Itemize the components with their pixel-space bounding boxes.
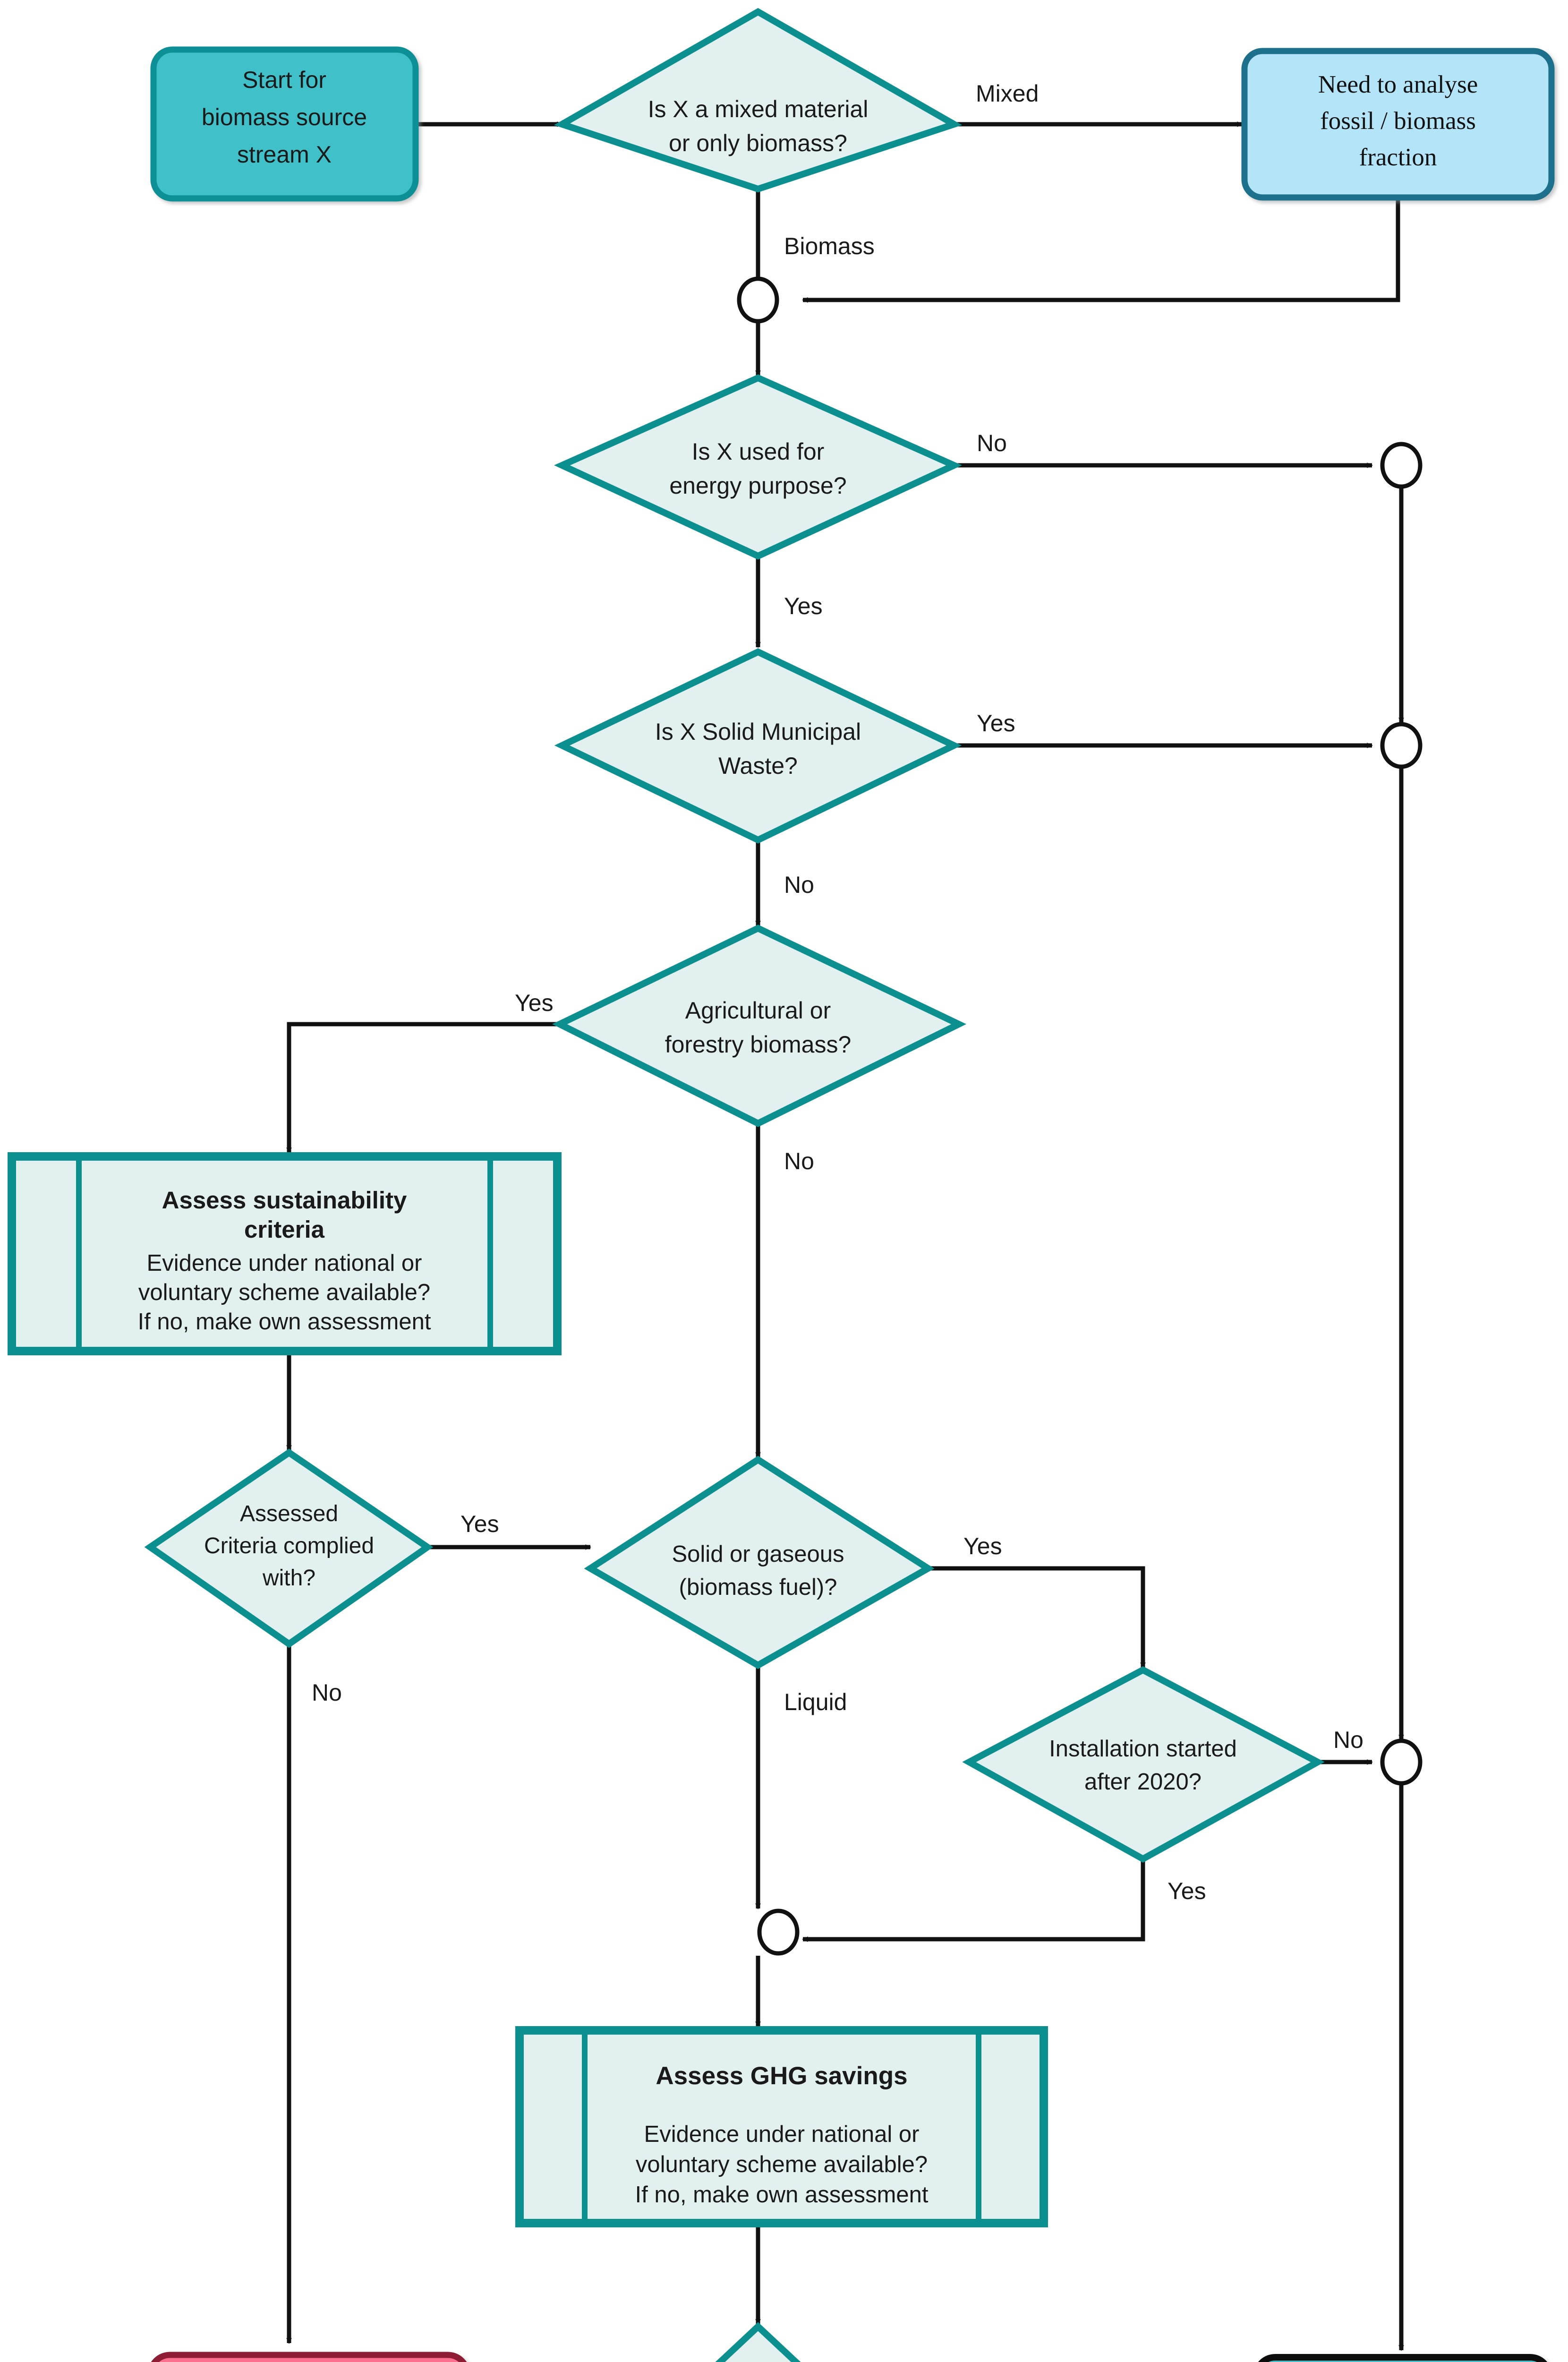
installation-2020-line-2: after 2020?: [1084, 1769, 1202, 1795]
mixed-or-biomass-line-2: or only biomass?: [669, 130, 847, 156]
node-mixed-or-biomass[interactable]: Is X a mixed material or only biomass?: [554, 8, 963, 193]
junction-layer: [737, 276, 1423, 1956]
assess-ghg-line-1: Evidence under national or: [644, 2122, 920, 2147]
agri-forestry-line-1: Agricultural or: [685, 997, 831, 1024]
solid-municipal-waste-line-2: Waste?: [718, 753, 798, 779]
edge-label-install-yes: Yes: [1167, 1878, 1206, 1904]
edge-analyse-to-junction0: [802, 197, 1400, 303]
agri-forestry-shape[interactable]: [552, 924, 967, 1127]
assess-ghg-line-3: If no, make own assessment: [635, 2182, 929, 2208]
solid-municipal-waste-line-1: Is X Solid Municipal: [655, 719, 861, 745]
node-assume-ef-zero[interactable]: Assume EF = 0 For the biomass fraction: [1256, 2354, 1549, 2362]
solid-municipal-waste-shape[interactable]: [554, 648, 962, 844]
edge-label-fuel-liquid: Liquid: [784, 1689, 847, 1715]
assess-sustainability-line-1: Evidence under national or: [147, 1250, 422, 1276]
edge-agri-yes: [286, 1022, 560, 1154]
ghg-criteria-met-shape[interactable]: [647, 2322, 869, 2362]
energy-purpose-line-2: energy purpose?: [669, 472, 846, 499]
edge-label-smw-yes: Yes: [977, 710, 1015, 736]
analyse-fraction-line-1: Need to analyse: [1318, 71, 1478, 98]
junction-circle-liquid-merge: [757, 1908, 800, 1956]
edge-label-layer: Mixed Biomass No Yes Yes No Yes No Yes N…: [312, 80, 1363, 1904]
assume-ef-zero-shape[interactable]: [1256, 2354, 1549, 2362]
node-agri-forestry[interactable]: Agricultural or forestry biomass?: [552, 924, 967, 1127]
node-assess-ghg[interactable]: Assess GHG savings Evidence under nation…: [515, 2026, 1048, 2227]
junction-circle-smw-yes: [1380, 722, 1423, 769]
assess-sustainability-line-3: If no, make own assessment: [138, 1309, 431, 1335]
node-treat-as-fossil[interactable]: Treat as fossil fuel (use preliminary EF…: [150, 2352, 468, 2362]
assess-ghg-heading-1: Assess GHG savings: [656, 2062, 907, 2090]
assessed-criteria-shape[interactable]: [144, 1448, 434, 1648]
node-assessed-criteria[interactable]: Assessed Criteria complied with?: [144, 1448, 434, 1648]
edge-label-agri-yes: Yes: [515, 990, 554, 1016]
assessed-criteria-line-3: with?: [262, 1566, 315, 1591]
assessed-criteria-line-1: Assessed: [240, 1501, 338, 1526]
edge-label-biomass: Biomass: [784, 233, 875, 259]
solid-or-gaseous-line-1: Solid or gaseous: [672, 1541, 844, 1567]
installation-2020-shape[interactable]: [962, 1666, 1325, 1863]
start-shape[interactable]: [150, 46, 419, 202]
analyse-fraction-line-3: fraction: [1359, 144, 1437, 171]
assess-sustainability-heading-2: criteria: [244, 1216, 325, 1243]
mixed-or-biomass-line-1: Is X a mixed material: [648, 96, 869, 122]
node-installation-2020[interactable]: Installation started after 2020?: [962, 1666, 1325, 1863]
edge-install-yes: [802, 1857, 1145, 1942]
energy-purpose-line-1: Is X used for: [692, 438, 825, 465]
treat-as-fossil-shape[interactable]: [150, 2352, 468, 2362]
edge-label-assessed-yes: Yes: [460, 1511, 499, 1537]
node-ghg-criteria-met[interactable]: GHG saving criteria met?: [647, 2322, 869, 2362]
solid-or-gaseous-shape[interactable]: [584, 1455, 935, 1669]
assess-sustainability-shape[interactable]: [8, 1152, 562, 1355]
assess-ghg-shape[interactable]: [515, 2026, 1048, 2227]
start-line-1: Start for: [242, 67, 326, 93]
solid-or-gaseous-line-2: (biomass fuel)?: [679, 1575, 837, 1600]
connector-layer: [286, 121, 1404, 2351]
node-solid-or-gaseous[interactable]: Solid or gaseous (biomass fuel)?: [584, 1455, 935, 1669]
assessed-criteria-line-2: Criteria complied: [204, 1533, 374, 1558]
assess-ghg-line-2: voluntary scheme available?: [636, 2152, 928, 2177]
edge-label-assessed-no: No: [312, 1679, 342, 1706]
junction-circle-energy-no: [1380, 442, 1423, 489]
node-energy-purpose[interactable]: Is X used for energy purpose?: [554, 374, 962, 560]
junction-circle-install-no: [1380, 1738, 1423, 1786]
node-solid-municipal-waste[interactable]: Is X Solid Municipal Waste?: [554, 648, 962, 844]
junction-circle-biomass-merge: [737, 276, 779, 324]
node-analyse-fraction[interactable]: Need to analyse fossil / biomass fractio…: [1241, 48, 1555, 201]
start-line-2: biomass source: [202, 104, 367, 130]
edge-label-smw-no: No: [784, 872, 814, 898]
analyse-fraction-shape[interactable]: [1241, 48, 1555, 201]
edge-fuel-yes: [928, 1566, 1146, 1669]
edge-label-mixed: Mixed: [976, 80, 1039, 107]
edge-label-energy-no: No: [977, 430, 1007, 456]
mixed-or-biomass-shape[interactable]: [554, 8, 963, 193]
start-line-3: stream X: [237, 141, 332, 168]
energy-purpose-shape[interactable]: [554, 374, 962, 560]
assess-sustainability-line-2: voluntary scheme available?: [138, 1280, 430, 1305]
agri-forestry-line-2: forestry biomass?: [665, 1031, 852, 1058]
node-assess-sustainability[interactable]: Assess sustainability criteria Evidence …: [8, 1152, 562, 1355]
assess-sustainability-heading-1: Assess sustainability: [162, 1187, 407, 1214]
analyse-fraction-line-2: fossil / biomass: [1320, 107, 1476, 135]
edge-label-fuel-yes: Yes: [963, 1533, 1002, 1559]
edge-label-energy-yes: Yes: [784, 593, 823, 619]
installation-2020-line-1: Installation started: [1049, 1736, 1237, 1762]
edge-label-install-no: No: [1333, 1727, 1363, 1753]
edge-label-agri-no: No: [784, 1148, 814, 1174]
node-start[interactable]: Start for biomass source stream X: [150, 46, 419, 202]
